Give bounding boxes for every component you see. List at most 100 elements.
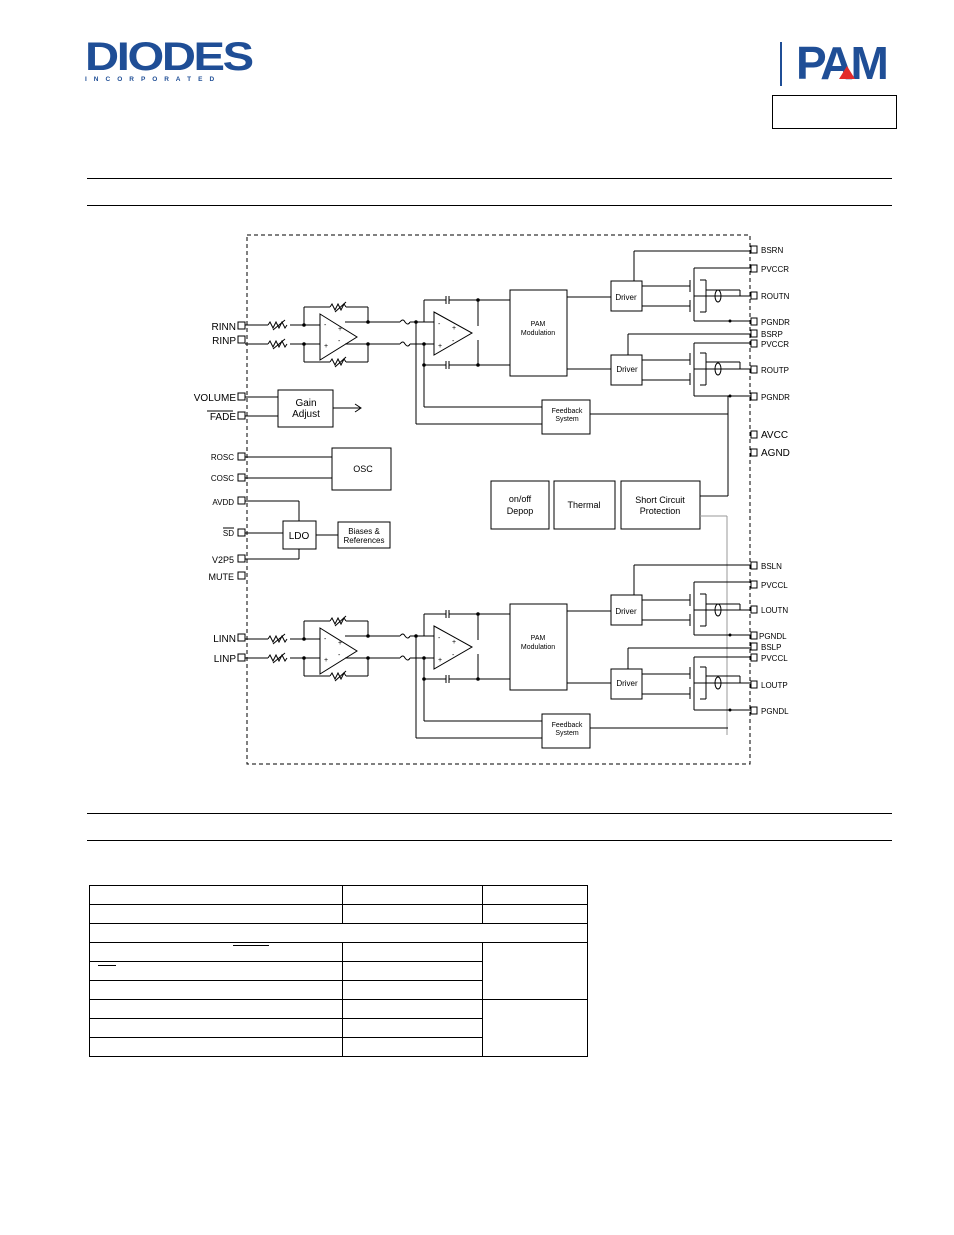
pin-label-pgndl-1: PGNDL [759, 632, 787, 641]
pin-label-rosc: ROSC [211, 453, 234, 462]
svg-text:on/off: on/off [509, 494, 532, 504]
section-rule-2 [87, 205, 892, 206]
pin-rinp [237, 335, 246, 344]
pin-label-pgndr-2: PGNDR [761, 393, 790, 402]
pin-pvccl-1 [750, 580, 758, 589]
table-row [89, 942, 588, 1000]
table-cell [342, 999, 483, 1019]
biases-block: Biases & References [337, 521, 391, 549]
svg-text:References: References [344, 536, 385, 545]
pin-bsrn [750, 245, 758, 254]
svg-text:Driver: Driver [615, 293, 637, 302]
input-resistor [267, 339, 288, 349]
left-pins: RINN RINP VOLUME FADE ROSC COSC AVDD SD … [194, 321, 246, 665]
svg-text:Adjust: Adjust [292, 409, 320, 420]
onoff-depop-block: on/off Depop [490, 480, 550, 530]
table-cell [89, 1018, 343, 1038]
driver-block [610, 280, 643, 312]
osc-block: OSC [245, 447, 392, 491]
pam-modulation-block [509, 289, 568, 377]
pin-volume [237, 392, 246, 401]
pin-label-mute: MUTE [209, 572, 235, 582]
pin-label-linp: LINP [214, 654, 237, 665]
pin-label-pvccl-1: PVCCL [761, 581, 788, 590]
pin-label-avdd: AVDD [212, 498, 234, 507]
chip-boundary [246, 234, 751, 765]
pin-label-loutp: LOUTP [761, 681, 788, 690]
part-number-box [772, 95, 897, 129]
svg-text:System: System [555, 416, 579, 423]
svg-text:+: + [324, 343, 328, 350]
pin-sd [237, 528, 246, 537]
table-row [89, 904, 588, 924]
pin-v2p5 [237, 554, 246, 563]
pin-routp [750, 365, 758, 374]
table-cell [342, 1037, 483, 1057]
pin-label-cosc: COSC [211, 474, 234, 483]
table-row [89, 961, 588, 981]
pin-label-bslp: BSLP [761, 643, 781, 652]
pin-agnd [750, 448, 758, 457]
ordering-table [89, 885, 588, 1057]
section-rule-1 [87, 178, 892, 179]
right-pins: BSRN PVCCR ROUTN PGNDR BSRP PVCCR ROUTP … [750, 245, 790, 716]
svg-text:Biases &: Biases & [348, 527, 380, 536]
pin-label-pvccr-2: PVCCR [761, 340, 789, 349]
svg-text:Driver: Driver [616, 365, 638, 374]
table-cell [482, 904, 588, 924]
section-rule-3 [87, 813, 892, 814]
pin-label-bsrp: BSRP [761, 330, 783, 339]
ldo-block: LDO [245, 500, 338, 560]
svg-text:+: + [338, 326, 342, 333]
table-cell [89, 923, 588, 943]
pin-label-avcc: AVCC [761, 430, 788, 441]
svg-text:PAM: PAM [531, 321, 546, 328]
table-overbar-mark [98, 965, 116, 966]
diodes-logo: DIODES I N C O R P O R A T E D [85, 37, 255, 84]
pin-label-pvccr-1: PVCCR [761, 265, 789, 274]
pin-label-routn: ROUTN [761, 292, 790, 301]
svg-text:-: - [324, 322, 327, 329]
gain-adjust-block: Gain Adjust [245, 389, 362, 428]
opamp [319, 313, 358, 361]
pin-label-v2p5: V2P5 [212, 555, 234, 565]
svg-text:+: + [452, 325, 456, 332]
driver-block [610, 354, 643, 386]
svg-text:LDO: LDO [289, 531, 310, 542]
table-cell [482, 942, 588, 1000]
table-cell [89, 885, 343, 905]
thermal-block: Thermal [553, 480, 616, 530]
svg-text:-: - [438, 321, 441, 328]
pin-mute [237, 571, 246, 580]
pin-cosc [237, 473, 246, 482]
svg-text:-: - [452, 338, 455, 345]
pin-label-bsln: BSLN [761, 562, 782, 571]
diodes-logo-text: DIODES [85, 35, 254, 79]
table-cell [342, 942, 483, 962]
pin-avdd [237, 496, 246, 505]
feedback-system-block [541, 399, 591, 435]
pin-label-fade: FADE [210, 412, 236, 423]
svg-text:+: + [438, 343, 442, 350]
opamp [433, 311, 474, 356]
svg-text:Short Circuit: Short Circuit [635, 495, 685, 505]
table-cell [342, 980, 483, 1000]
table-cell [342, 904, 483, 924]
pin-label-linn: LINN [213, 634, 236, 645]
table-cell [342, 885, 483, 905]
left-channel [244, 564, 752, 749]
pin-pvccl-2 [750, 653, 758, 662]
pin-bsrp [750, 329, 758, 338]
table-cell [89, 999, 343, 1019]
right-channel: -+ +- -+ +- PAM Modulation Driver [245, 250, 751, 435]
pin-label-pgndl-2: PGNDL [761, 707, 789, 716]
table-cell [342, 1018, 483, 1038]
diodes-logo-subtext: I N C O R P O R A T E D [85, 76, 217, 83]
svg-text:OSC: OSC [353, 464, 373, 474]
pin-loutn [750, 605, 758, 614]
svg-text:Depop: Depop [507, 506, 534, 516]
table-cell [89, 1037, 343, 1057]
table-row [89, 999, 588, 1057]
table-cell [482, 999, 588, 1057]
